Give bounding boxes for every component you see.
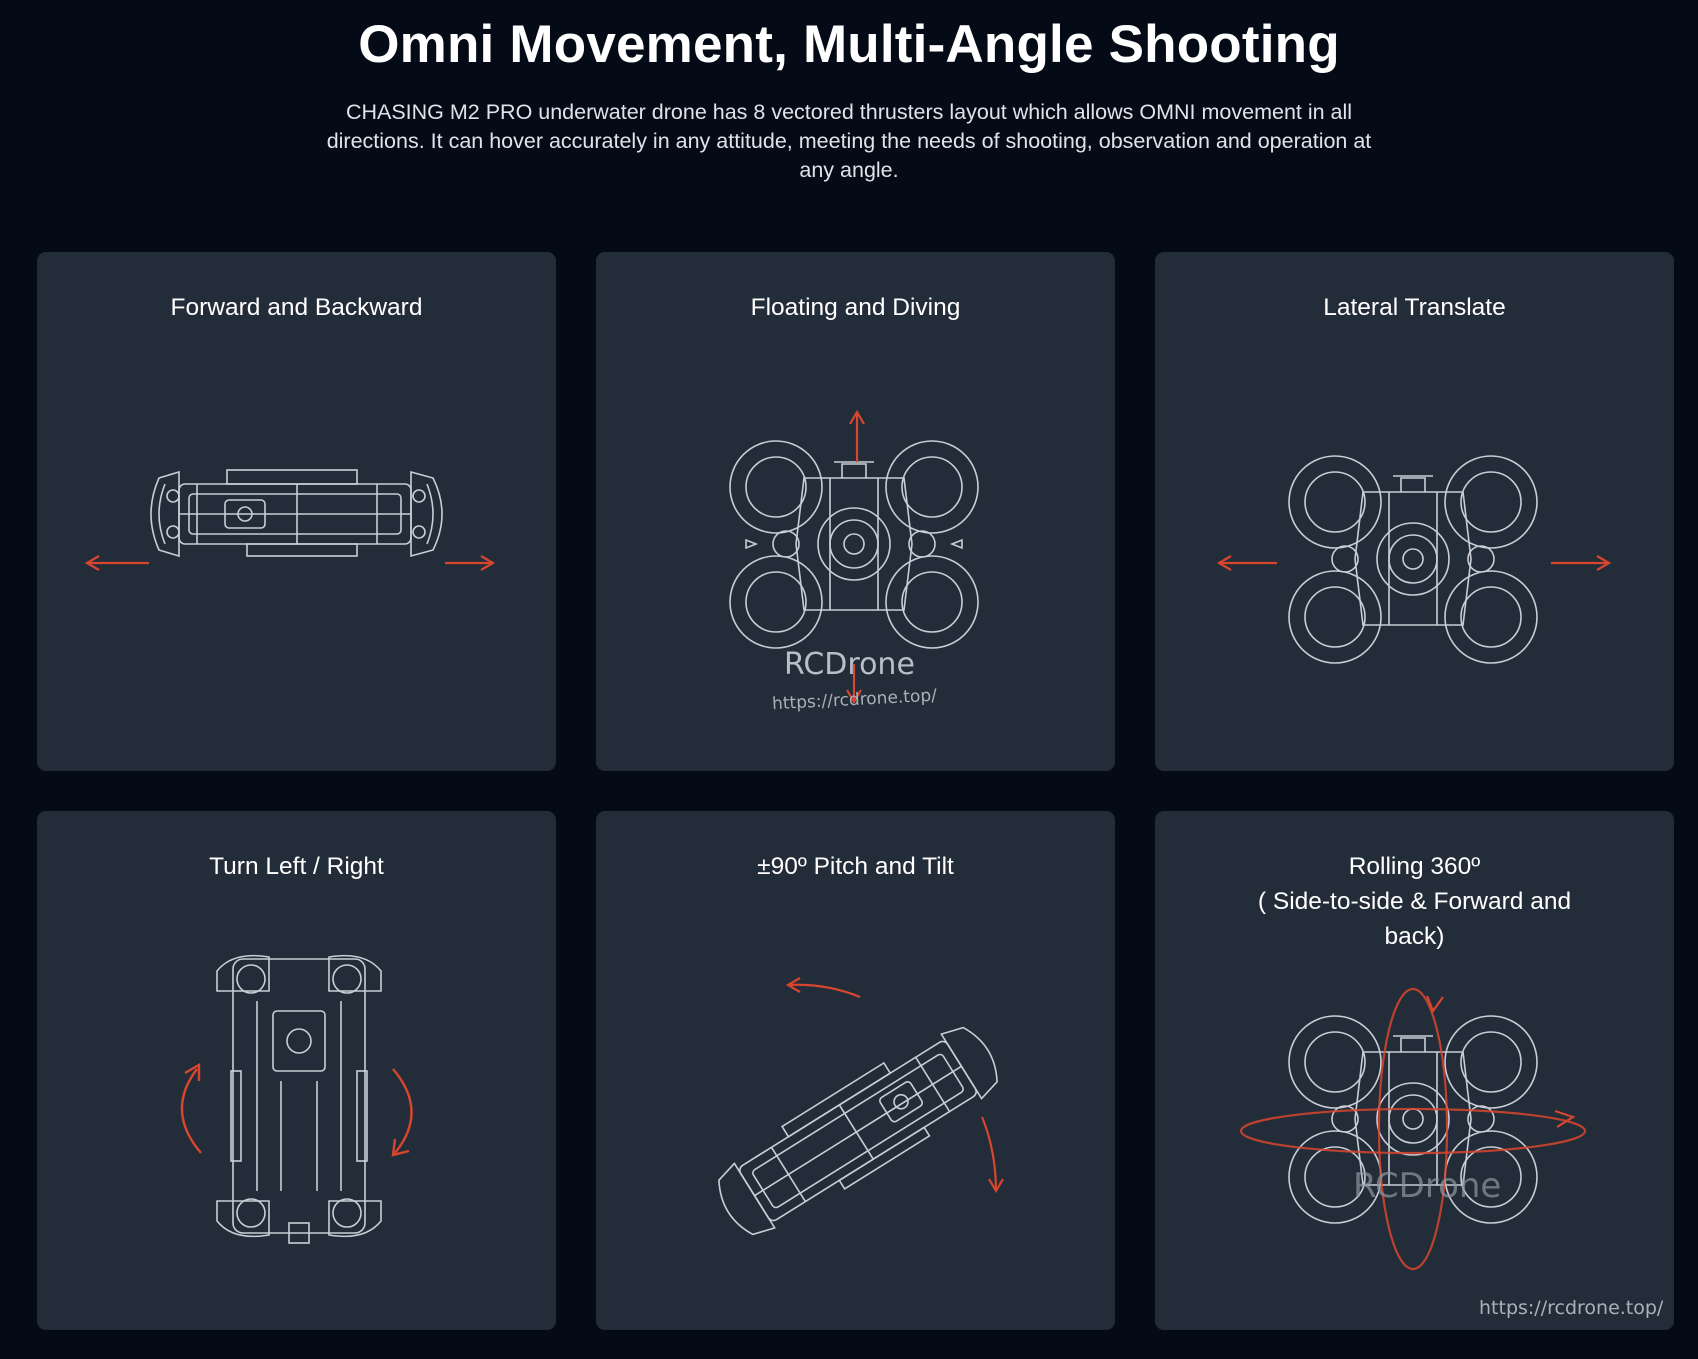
card-title: Rolling 360º ( Side-to-side & Forward an… bbox=[1175, 849, 1654, 954]
direction-arrows bbox=[846, 409, 865, 705]
watermark-url: https://rcdrone.top/ bbox=[1479, 1297, 1664, 1319]
page-title: Omni Movement, Multi-Angle Shooting bbox=[358, 15, 1340, 74]
card-title-line: back) bbox=[1384, 923, 1445, 950]
card-title: Lateral Translate bbox=[1323, 294, 1506, 321]
direction-arrows bbox=[84, 555, 496, 571]
rotation-arrows bbox=[1239, 987, 1587, 1271]
card-rolling-360: Rolling 360º ( Side-to-side & Forward an… bbox=[1155, 811, 1674, 1330]
watermark-brand: RCDrone bbox=[784, 647, 915, 682]
card-title-line: ( Side-to-side & Forward and bbox=[1257, 888, 1572, 915]
drone-side-view-icon bbox=[84, 469, 496, 571]
card-title-line: Rolling 360º bbox=[1348, 853, 1481, 880]
watermark-brand: RCDrone bbox=[1353, 1166, 1502, 1206]
direction-arrows bbox=[1216, 555, 1612, 571]
card-title: Floating and Diving bbox=[750, 294, 961, 321]
drone-top-view-icon bbox=[180, 954, 413, 1244]
card-title: Forward and Backward bbox=[170, 294, 423, 321]
direction-arrows bbox=[785, 977, 1004, 1194]
card-lateral-translate: Lateral Translate bbox=[1155, 252, 1674, 771]
card-turn-left-right: Turn Left / Right bbox=[37, 811, 556, 1330]
drone-front-view-icon bbox=[729, 409, 979, 705]
card-title: ±90º Pitch and Tilt bbox=[757, 853, 954, 880]
card-pitch-tilt: ±90º Pitch and Tilt bbox=[596, 811, 1115, 1330]
direction-arrows bbox=[180, 1062, 413, 1157]
card-floating-diving: Floating and Diving bbox=[596, 252, 1115, 771]
drone-tilted-view-icon bbox=[718, 977, 1004, 1236]
card-forward-backward: Forward and Backward bbox=[37, 252, 556, 771]
card-title: Turn Left / Right bbox=[209, 853, 384, 880]
page-description: CHASING M2 PRO underwater drone has 8 ve… bbox=[326, 100, 1372, 182]
drone-front-view-icon bbox=[1216, 455, 1612, 664]
drone-front-view-icon bbox=[1239, 987, 1587, 1271]
